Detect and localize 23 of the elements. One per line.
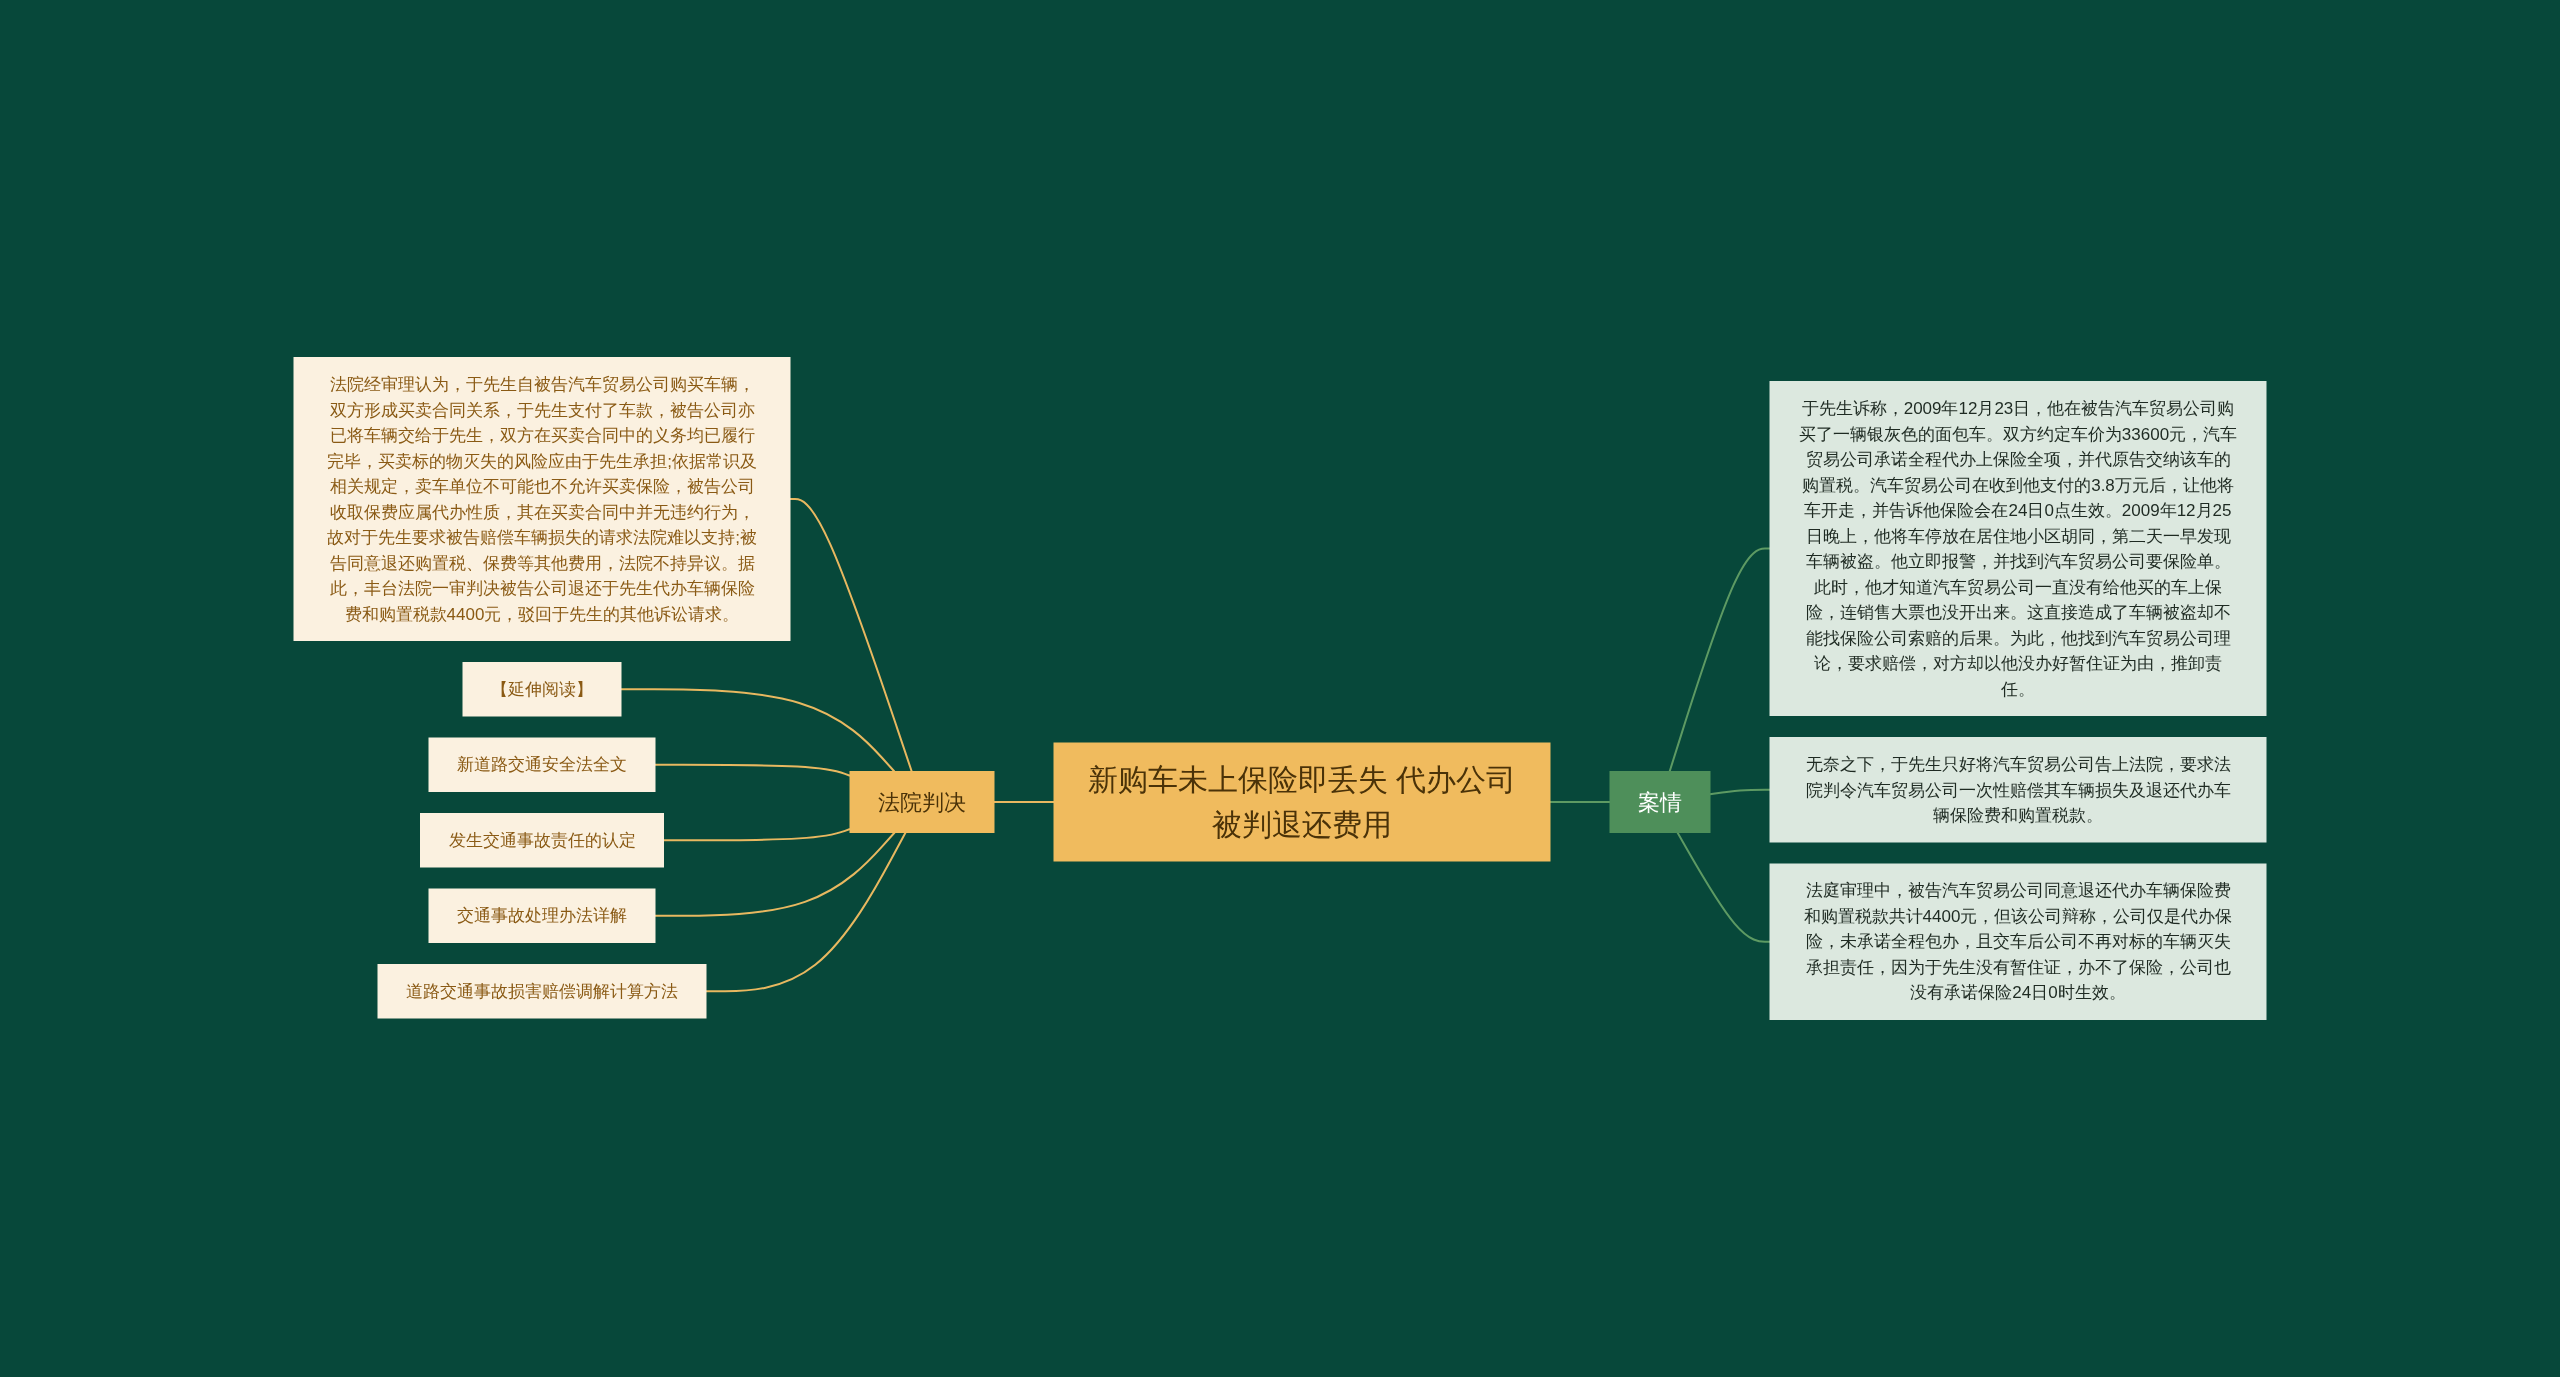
- node-box: 【延伸阅读】: [462, 662, 622, 717]
- connector: [654, 831, 896, 917]
- node-box: 于先生诉称，2009年12月23日，他在被告汽车贸易公司购买了一辆银灰色的面包车。双方约定车价为33600元，汽车贸易公司承诺全程代办上保险全项，并代原告交纳该车的购置税。汽车贸易公司在收到他支付的3.8万元后，让他将车开走，并告诉他保险会在24日0点生效。2009年12月25日晚上，他将车停放在居住地小区胡同，第二天一早发现车辆被盗。他立即报警，并找到汽车贸易公司要保险单。此时，他才知道汽车贸易公司一直没有给他买的车上保险，连销售大票也没开出来。这直接造成了车辆被盗却不能找保险公司索赔的后果。为此，他找到汽车贸易公司理论，要求赔偿，对方却以他没办好暂住证为由，推卸责任。: [1769, 381, 2267, 716]
- connector: [1668, 547, 1771, 773]
- node-box: 交通事故处理办法详解: [428, 888, 656, 943]
- connector: [654, 763, 851, 777]
- connector: [993, 801, 1055, 803]
- connector: [1709, 788, 1771, 796]
- connector: [1549, 801, 1611, 803]
- connector: [789, 498, 913, 773]
- node-box: 法庭审理中，被告汽车贸易公司同意退还代办车辆保险费和购置税款共计4400元，但该公司辩称，公司仅是代办保险，未承诺全程包办，且交车后公司不再对标的车辆灭失承担责任，因为于先生没有暂住证，办不了保险，公司也没有承诺保险24日0时生效。: [1769, 863, 2267, 1020]
- node-box: 法院判决: [849, 771, 995, 833]
- connector: [705, 831, 907, 993]
- node-box: 无奈之下，于先生只好将汽车贸易公司告上法院，要求法院判令汽车贸易公司一次性赔偿其车辆损失及退还代办车辆保险费和购置税款。: [1769, 737, 2267, 843]
- node-box: 法院经审理认为，于先生自被告汽车贸易公司购买车辆，双方形成买卖合同关系，于先生支付了车款，被告公司亦已将车辆交给于先生，双方在买卖合同中的义务均已履行完毕，买卖标的物灭失的风险应由于先生承担;依据常识及相关规定，卖车单位不可能也不允许买卖保险，被告公司收取保费应属代办性质，其在买卖合同中并无违约行为，故对于先生要求被告赔偿车辆损失的请求法院难以支持;被告同意退还购置税、保费等其他费用，法院不持异议。据此，丰台法院一审判决被告公司退还于先生代办车辆保险费和购置税款4400元，驳回于先生的其他诉讼请求。: [293, 357, 791, 641]
- connector: [662, 828, 851, 842]
- node-box: 案情: [1609, 771, 1711, 833]
- node-box: 发生交通事故责任的认定: [420, 813, 664, 868]
- connector: [620, 688, 896, 773]
- node-box: 道路交通事故损害赔偿调解计算方法: [377, 964, 707, 1019]
- node-box: 新购车未上保险即丢失 代办公司被判退还费用: [1053, 742, 1551, 862]
- connector: [1676, 831, 1771, 943]
- node-box: 新道路交通安全法全文: [428, 737, 656, 792]
